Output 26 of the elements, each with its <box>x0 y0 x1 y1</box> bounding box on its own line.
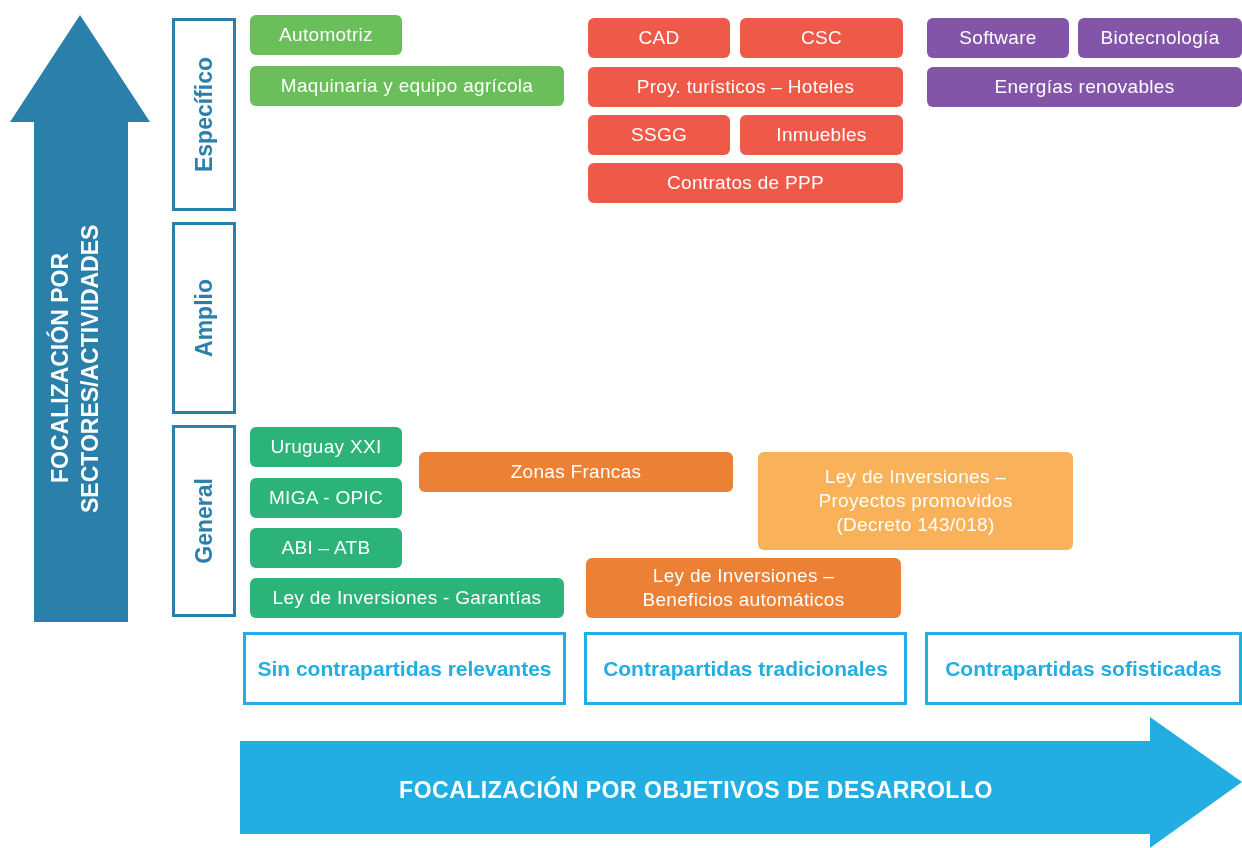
column-header: Contrapartidas tradicionales <box>584 632 907 705</box>
axis-arrow: FOCALIZACIÓN POR OBJETIVOS DE DESARROLLO <box>240 717 1242 848</box>
category-tag: Contratos de PPP <box>588 163 903 203</box>
row-header: General <box>172 425 236 617</box>
category-tag: Automotriz <box>250 15 402 55</box>
category-tag: Ley de Inversiones - Garantías <box>250 578 564 618</box>
category-tag: Proy. turísticos – Hoteles <box>588 67 903 107</box>
category-tag: Inmuebles <box>740 115 903 155</box>
category-tag: CAD <box>588 18 730 58</box>
row-header: Específico <box>172 18 236 211</box>
column-header: Contrapartidas sofisticadas <box>925 632 1242 705</box>
row-header: Amplio <box>172 222 236 414</box>
category-tag: Ley de Inversiones – Proyectos promovidos (Decreto 143/018) <box>758 452 1073 550</box>
category-tag: MIGA - OPIC <box>250 478 402 518</box>
category-tag: Biotecnología <box>1078 18 1242 58</box>
axis-arrow: FOCALIZACIÓN POR SECTORES/ACTIVIDADES <box>10 15 150 622</box>
category-tag: Ley de Inversiones – Beneficios automáticos <box>586 558 901 618</box>
category-tag: Software <box>927 18 1069 58</box>
category-tag: Energías renovables <box>927 67 1242 107</box>
category-tag: CSC <box>740 18 903 58</box>
category-tag: SSGG <box>588 115 730 155</box>
column-header: Sin contrapartidas relevantes <box>243 632 566 705</box>
category-tag: Zonas Francas <box>419 452 733 492</box>
category-tag: Maquinaria y equipo agrícola <box>250 66 564 106</box>
category-tag: ABI – ATB <box>250 528 402 568</box>
category-tag: Uruguay XXI <box>250 427 402 467</box>
